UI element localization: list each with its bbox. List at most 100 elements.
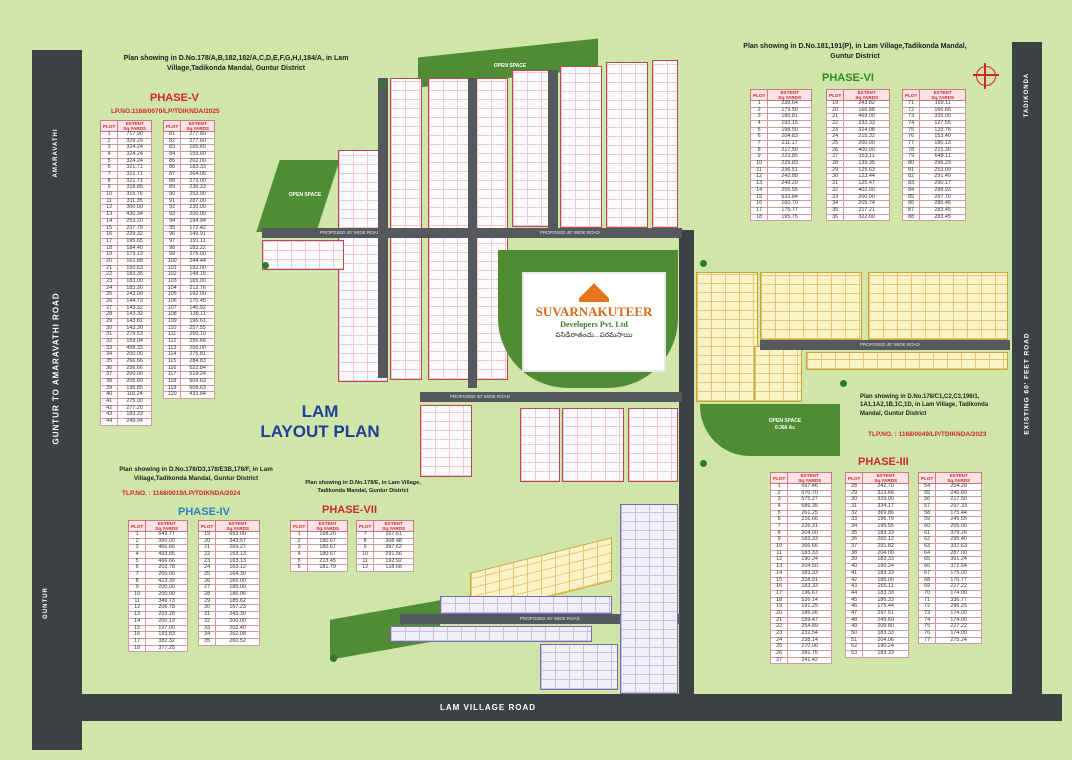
table-header-cell: EXTENT Sq.YARDS <box>767 88 812 102</box>
table-cell: 17 <box>769 589 789 598</box>
table-header-cell: EXTENT Sq.YARDS <box>307 519 348 533</box>
open-space-top-label: OPEN SPACE <box>493 63 527 69</box>
tree-icon <box>262 262 269 269</box>
phase5-road-label: PROPOSED 40' WIDE ROAD <box>320 230 380 235</box>
compass-icon <box>973 63 999 89</box>
logo-tagline: పసిడిరాతంచు...పరమసాయి <box>555 332 633 339</box>
table-cell: 275.24 <box>935 636 982 645</box>
plot-block-phase4-lower[interactable] <box>390 626 592 642</box>
plot-block-phase6-b[interactable] <box>560 66 602 228</box>
plot-block-phase6-right-c[interactable] <box>868 272 1008 340</box>
phase3-road-label: PROPOSED 40' WIDE ROAD <box>860 342 920 347</box>
table-header-cell: PLOT <box>289 519 309 533</box>
plot-block-phase5-row[interactable] <box>262 240 344 270</box>
plot-block-mid-a[interactable] <box>520 408 560 482</box>
table-cell: 6 <box>289 564 309 573</box>
table-cell: 283.45 <box>919 206 966 215</box>
table-cell: 322.00 <box>843 213 890 222</box>
table-cell: 183.33 <box>862 589 909 598</box>
plot-block-mid-c[interactable] <box>628 408 678 482</box>
table-cell: 249.94 <box>117 418 152 426</box>
logo-house-icon <box>579 280 609 302</box>
tree-icon <box>840 380 847 387</box>
plot-block-phase6-c[interactable] <box>606 62 648 228</box>
table-cell: 14 <box>769 569 789 578</box>
company-logo: SUVARNAKUTEER Developers Pvt. Ltd పసిడిర… <box>522 272 666 372</box>
phase5-title: PHASE-V <box>150 92 199 104</box>
table-header-cell: PLOT <box>844 471 864 485</box>
table-cell: 382.32 <box>145 637 188 646</box>
bottom-main-road <box>82 694 1062 721</box>
table-cell: 94 <box>162 217 182 226</box>
phase5-heading: Plan showing in D.No.178/A,B,182,182/A,C… <box>123 55 349 72</box>
table-cell: 44 <box>844 589 864 598</box>
plot-block-phase3-left[interactable] <box>754 346 802 402</box>
table-cell: 32 <box>825 186 845 195</box>
table-header-cell: EXTENT Sq.YARDS <box>145 519 188 533</box>
table-header-cell: EXTENT Sq.YARDS <box>862 471 909 485</box>
layout-title: LAM LAYOUT PLAN <box>240 402 400 441</box>
plot-block-phase6-right-b[interactable] <box>760 272 862 340</box>
phase7-heading: Plan showing in D.No.178/E, in Lam Villa… <box>305 480 421 494</box>
table-header-cell: EXTENT Sq.YARDS <box>373 519 414 533</box>
table-cell: 87 <box>901 206 921 215</box>
phase4-lp-number: TLP.NO. : 1168/0019/LP/TDIKNDA/2024 <box>122 490 241 497</box>
table-header-cell: PLOT <box>197 519 217 533</box>
plot-block-phase4-right[interactable] <box>620 504 678 694</box>
left-main-road <box>32 50 82 750</box>
bottom-road-label: LAM VILLAGE ROAD <box>440 703 536 712</box>
plot-block-phase6-a[interactable] <box>512 70 550 227</box>
layout-title-line1: LAM <box>301 402 339 421</box>
table-cell: 283.45 <box>919 213 966 222</box>
table-cell: 14 <box>749 186 769 195</box>
phase4-road-label: PROPOSED 40' WIDE ROAD <box>520 616 580 621</box>
plot-block-phase5-lower[interactable] <box>420 405 472 477</box>
table-cell: 14 <box>99 217 119 226</box>
table-cell: 183.33 <box>787 569 832 578</box>
table-cell: 120 <box>162 391 182 399</box>
phase6-internal-road-v <box>548 70 558 230</box>
table-cell: 402.00 <box>843 186 890 195</box>
plot-block-phase6-right[interactable] <box>696 272 758 402</box>
table-cell: 255.55 <box>767 186 812 195</box>
table-cell: 67 <box>917 569 937 578</box>
table-cell: 433.84 <box>180 391 215 399</box>
table-cell: 35 <box>825 206 845 215</box>
phase5-lower-road-h <box>420 392 682 402</box>
plot-block-mid-b[interactable] <box>562 408 624 482</box>
plot-block-phase4-bottom[interactable] <box>540 644 618 690</box>
table-cell: 18 <box>749 213 769 222</box>
table-header-cell: EXTENT Sq.YARDS <box>843 88 890 102</box>
plot-block-phase6-d[interactable] <box>652 60 678 228</box>
plot-block-phase3-row[interactable] <box>806 352 1008 370</box>
phase6-road-label: PROPOSED 40' WIDE ROAD <box>540 230 600 235</box>
plot-block-phase4-upper[interactable] <box>440 596 612 614</box>
